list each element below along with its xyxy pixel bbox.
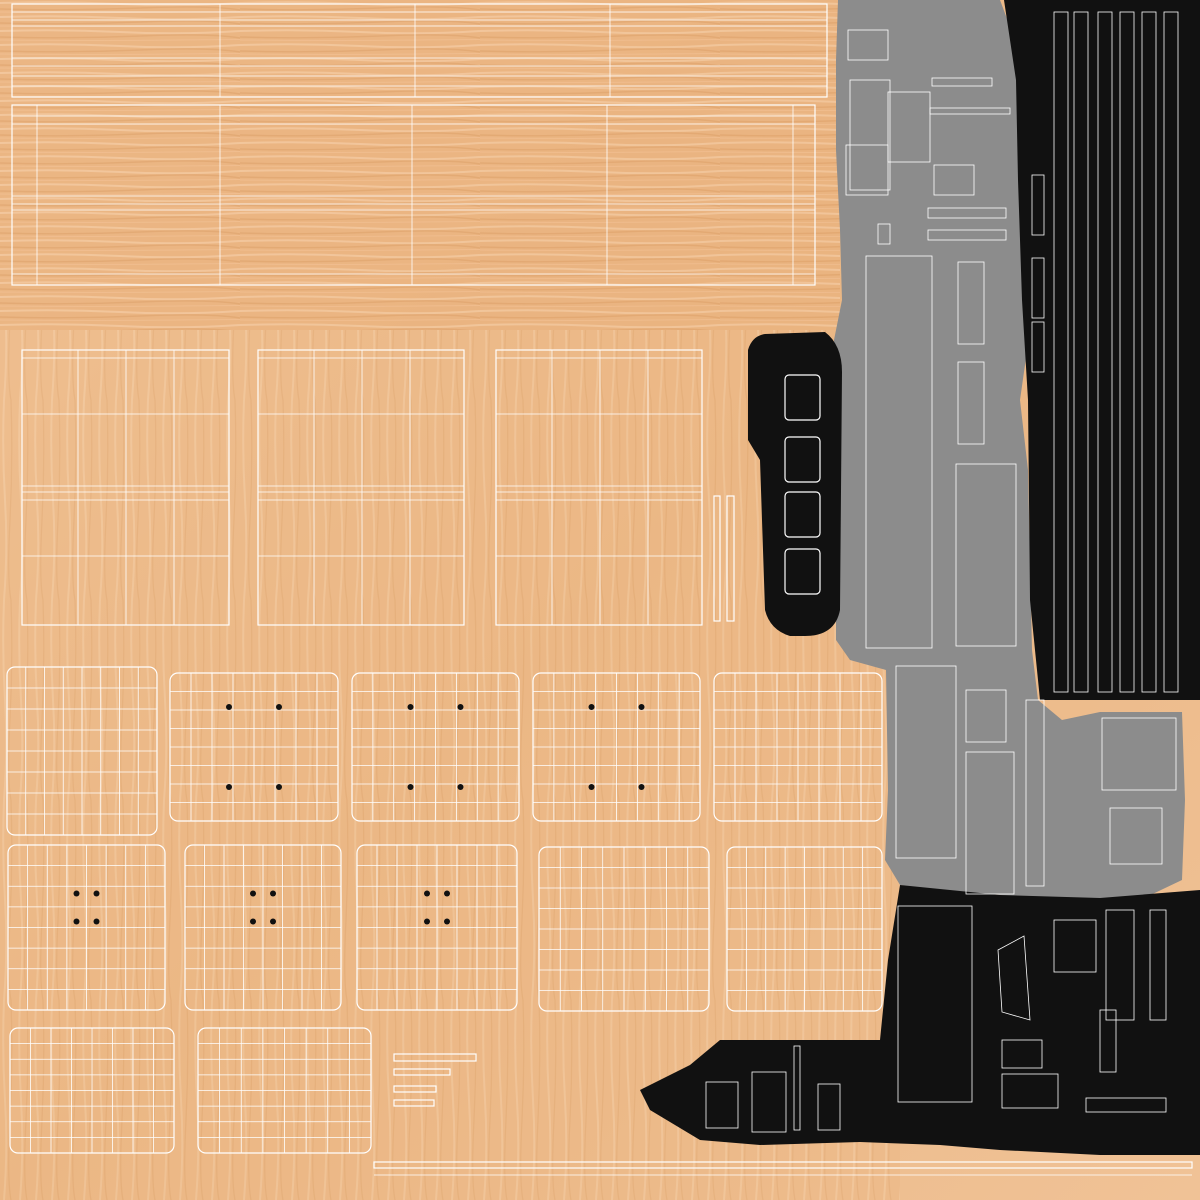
drill-hole: [276, 784, 282, 790]
upper-panel-3: [495, 349, 703, 626]
drill-hole: [444, 890, 450, 897]
drill-hole: [270, 918, 276, 925]
wood-tile: [169, 672, 339, 822]
wood-tile: [184, 844, 342, 1011]
top-board-lower: [11, 104, 816, 286]
drill-hole: [226, 704, 232, 710]
drill-hole: [457, 704, 464, 710]
wood-tile: [7, 844, 166, 1011]
drill-hole: [93, 918, 100, 925]
black-material-region-bottom: [640, 885, 1200, 1155]
black-region-parts: [705, 11, 1179, 1133]
drill-hole: [424, 918, 430, 925]
drill-hole: [638, 784, 645, 790]
drill-hole: [250, 918, 256, 925]
drill-hole: [226, 784, 232, 790]
drill-hole: [638, 704, 645, 710]
top-board-upper: [11, 3, 828, 98]
drill-hole: [270, 890, 276, 897]
drill-hole: [73, 918, 80, 925]
drill-hole: [93, 890, 100, 897]
narrow-strips: [713, 495, 735, 622]
upper-panel-1: [21, 349, 230, 626]
black-material-region-top: [1004, 0, 1200, 700]
wood-tile: [538, 846, 710, 1012]
wood-tile: [532, 672, 701, 822]
drill-hole: [73, 890, 80, 897]
wood-tile: [726, 846, 883, 1012]
tile-grid: [6, 666, 883, 1154]
drill-hole: [250, 890, 256, 897]
drill-hole: [588, 704, 595, 710]
grey-material-region: [832, 0, 1185, 902]
drill-hole: [444, 918, 450, 925]
wood-tile: [197, 1027, 372, 1154]
drill-hole: [424, 890, 430, 897]
wood-grain-overlay: [0, 0, 840, 330]
wood-tile: [9, 1027, 175, 1154]
wood-tile: [351, 672, 520, 822]
small-strips: [373, 1053, 1193, 1176]
grey-region-parts: [845, 29, 1177, 895]
drill-hole: [457, 784, 464, 790]
drill-hole: [407, 784, 414, 790]
drill-hole: [407, 704, 414, 710]
upper-panel-2: [257, 349, 465, 626]
black-material-capsule: [748, 332, 842, 636]
drill-hole: [276, 704, 282, 710]
wood-tile: [6, 666, 158, 836]
drill-hole: [588, 784, 595, 790]
wood-tile: [713, 672, 883, 822]
wood-tile: [356, 844, 518, 1011]
